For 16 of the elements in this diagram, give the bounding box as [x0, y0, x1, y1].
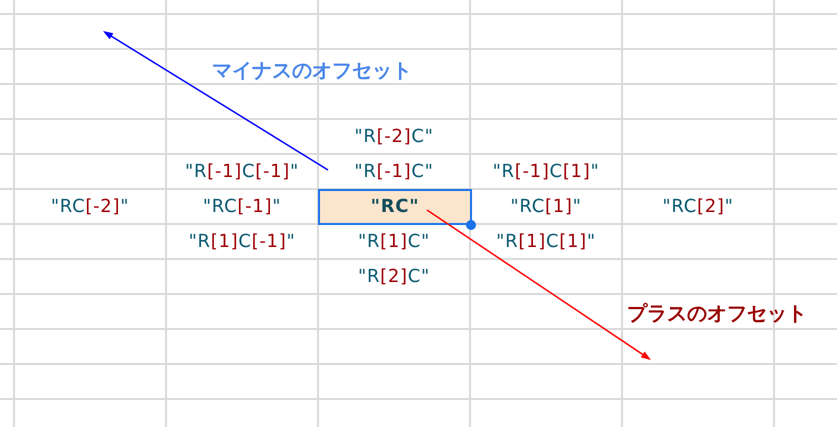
offset-reference: "R[-1]C[1]": [492, 162, 600, 182]
offset-reference: "R[1]C[1]": [496, 232, 596, 252]
offset-reference: "R[-2]C": [354, 126, 434, 146]
offset-reference: "RC[1]": [510, 196, 582, 216]
selected-cell-box: [318, 189, 472, 225]
offset-reference: "RC[-2]": [50, 196, 130, 216]
offset-reference: "R[-1]C[-1]": [184, 162, 300, 182]
offset-caption: マイナスのオフセット: [212, 58, 412, 82]
offset-reference: "R[-1]C": [354, 162, 434, 182]
offset-reference: "RC[-1]": [202, 196, 282, 216]
offset-reference: "R[2]C": [358, 266, 430, 286]
offset-reference: "R[1]C": [358, 232, 430, 252]
offset-reference: "RC": [370, 197, 420, 217]
offset-caption: プラスのオフセット: [627, 301, 807, 325]
offset-reference: "RC[2]": [662, 196, 734, 216]
offset-reference: "R[1]C[-1]": [188, 232, 296, 252]
